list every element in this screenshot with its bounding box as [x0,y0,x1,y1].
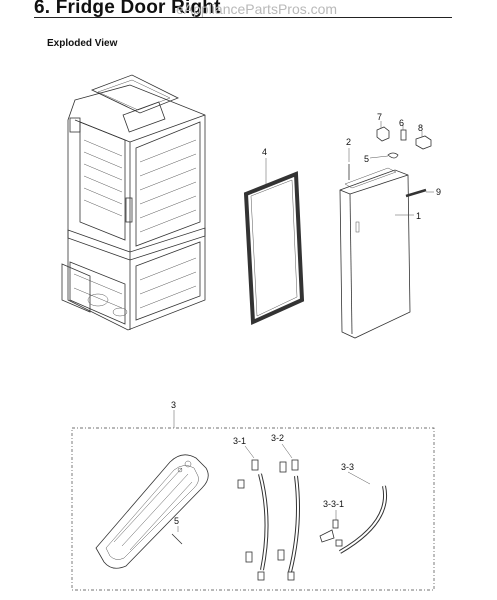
callout-3-3: 3-3 [341,462,354,472]
screw-5 [171,526,183,545]
page-title: 6. Fridge Door Right [34,0,221,18]
fridge-door-right [339,167,411,339]
callout-2: 2 [346,137,351,147]
callout-3-3-1: 3-3-1 [323,499,344,509]
door-gasket [243,158,305,326]
callout-1: 1 [416,211,421,221]
rail-3-1 [237,445,269,581]
callout-5-bottom: 5 [174,516,179,526]
rail-3-3 [335,471,387,554]
callout-8: 8 [418,123,423,133]
callout-6: 6 [399,118,404,128]
callout-3: 3 [171,400,176,410]
rail-3-2 [277,443,300,581]
callout-9: 9 [436,187,441,197]
callout-7: 7 [377,112,382,122]
callout-3-1: 3-1 [233,436,246,446]
clip-3-3-1 [319,510,339,543]
callout-3-2: 3-2 [271,433,284,443]
callout-4: 4 [262,147,267,157]
lower-assembly-frame [71,410,435,591]
fridge-cabinet [61,74,206,331]
door-bin-cover [95,454,209,569]
title-rule [34,17,452,18]
watermark: eAppliancePartsPros.com [176,1,338,17]
callout-5-top: 5 [364,154,369,164]
door-small-parts [348,121,434,216]
section-label: Exploded View [47,38,118,49]
